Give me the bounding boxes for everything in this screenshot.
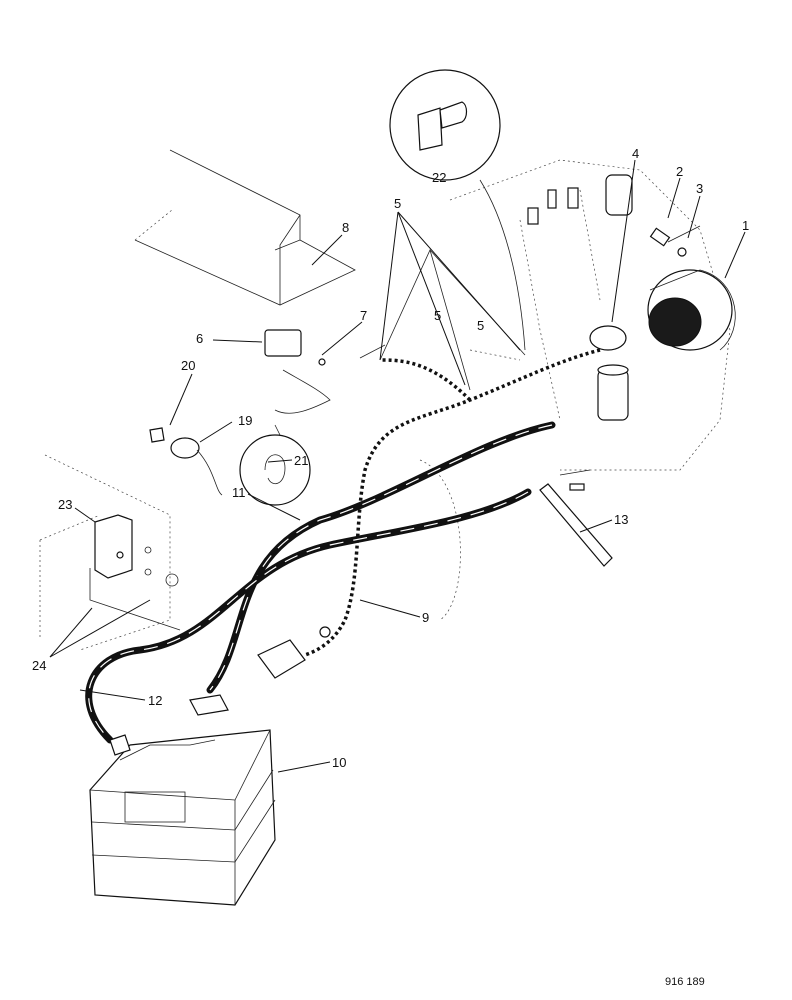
wiring-harness — [304, 348, 601, 657]
callout-5c: 5 — [477, 318, 484, 333]
callout-labels: 1 2 3 4 5 5 5 6 7 8 9 10 11 12 13 19 20 … — [32, 146, 749, 770]
detail-circle-22 — [389, 69, 526, 351]
callout-19: 19 — [238, 413, 252, 428]
fender-panel — [39, 454, 179, 651]
callout-3: 3 — [696, 181, 703, 196]
chassis-channel — [134, 149, 356, 306]
callout-5b: 5 — [434, 308, 441, 323]
callout-22: 22 — [432, 170, 446, 185]
starter-solenoid — [589, 325, 629, 421]
ground-strap — [539, 469, 613, 567]
instrument-switches — [149, 427, 223, 496]
callout-20: 20 — [181, 358, 195, 373]
battery — [89, 694, 276, 906]
callout-21: 21 — [294, 453, 308, 468]
callout-9: 9 — [422, 610, 429, 625]
connector-plug — [257, 626, 331, 679]
relay-box — [89, 514, 181, 631]
engine-block — [419, 159, 731, 621]
callout-2: 2 — [676, 164, 683, 179]
sender-unit — [649, 225, 701, 257]
callout-11: 11 — [232, 485, 246, 500]
callout-1: 1 — [742, 218, 749, 233]
callout-6: 6 — [196, 331, 203, 346]
switch-assembly — [264, 329, 331, 414]
callout-5a: 5 — [394, 196, 401, 211]
detail-circle-21 — [239, 424, 311, 506]
callout-13: 13 — [614, 512, 628, 527]
callout-4: 4 — [632, 146, 639, 161]
callout-23: 23 — [58, 497, 72, 512]
callout-10: 10 — [332, 755, 346, 770]
callout-24: 24 — [32, 658, 46, 673]
callout-7: 7 — [360, 308, 367, 323]
leader-lines — [49, 159, 746, 773]
callout-8: 8 — [342, 220, 349, 235]
alternator — [647, 269, 736, 351]
figure-reference-code: 916 189 — [665, 976, 705, 988]
callout-12: 12 — [148, 693, 162, 708]
battery-cables — [85, 421, 556, 744]
